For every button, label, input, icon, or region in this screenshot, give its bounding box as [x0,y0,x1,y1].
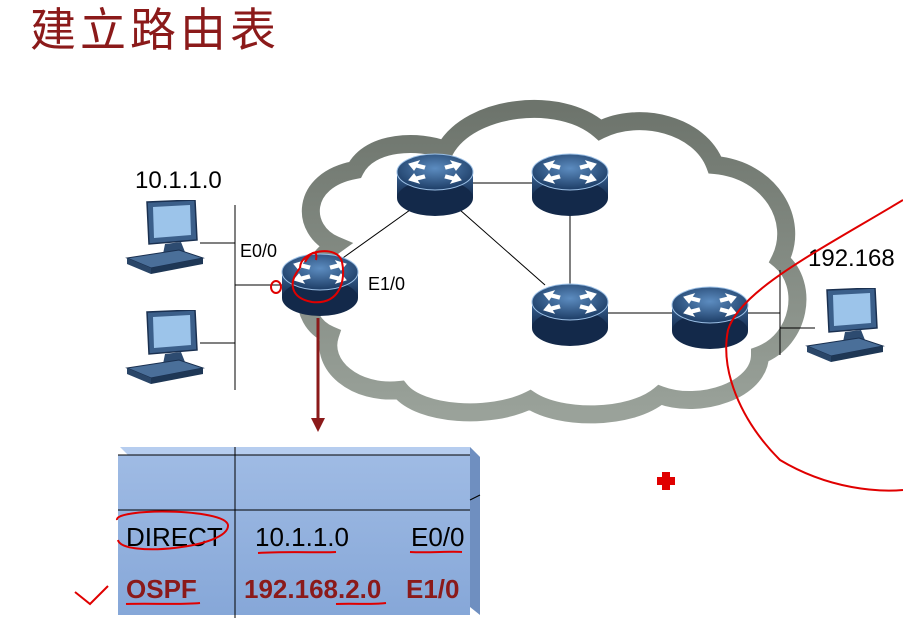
interface-e1-label: E1/0 [368,274,405,294]
route-interface-cell: E0/0 [411,522,465,552]
router-middle [531,283,609,347]
router-top-left [396,153,474,217]
down-arrow-icon [311,318,325,432]
route-interface-cell: E1/0 [406,574,460,604]
router-top-right [531,153,609,217]
route-network-cell: 10.1.1.0 [255,522,349,552]
network-cloud [297,100,807,424]
network-links [200,182,815,390]
pc-right [806,288,884,363]
interface-e0-label: E0/0 [240,241,277,261]
route-network-cell: 192.168.2.0 [244,574,381,604]
router-right-edge [671,286,749,350]
pc-left-bottom [126,310,204,385]
right-network-label: 192.168 [808,245,895,272]
plus-icon [657,472,675,490]
left-network-label: 10.1.1.0 [135,167,222,194]
handwritten-annotations [74,199,903,606]
slide-title: 建立路由表 [30,3,280,57]
pc-left-top [126,200,204,275]
route-source-cell: OSPF [126,574,197,604]
routing-table: DIRECT 10.1.1.0 E0/0 OSPF 192.168.2.0 E1… [118,447,481,618]
